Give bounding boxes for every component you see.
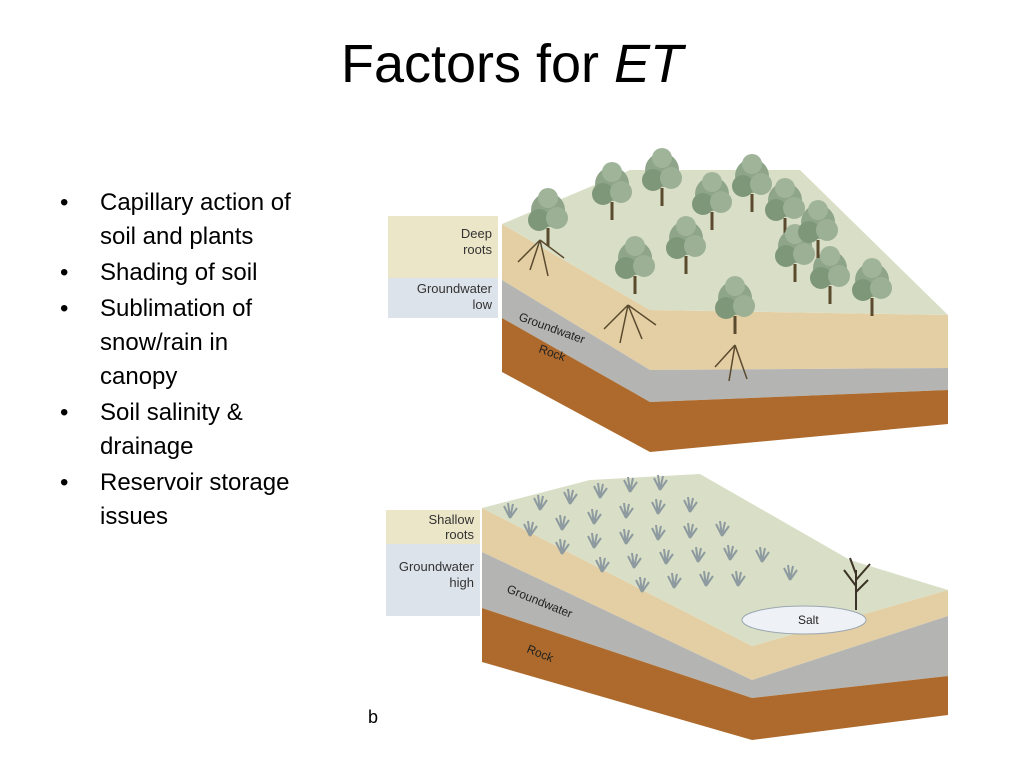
factor-item: Soil salinity & drainage <box>58 396 298 464</box>
top-legend-roots-line1: Deep <box>461 226 492 241</box>
factor-item: Shading of soil <box>58 256 298 290</box>
top-soil-layer <box>502 224 948 370</box>
dead-tree-icon <box>843 557 871 610</box>
salt-label: Salt <box>798 613 819 627</box>
title-text: Factors for <box>340 34 615 94</box>
bottom-legend-gw-line1: Groundwater <box>399 559 475 574</box>
bottom-legend-roots-line1: Shallow <box>428 512 474 527</box>
top-legend-gw-swatch <box>388 278 498 318</box>
bottom-block: Shallow roots Groundwater high Salt <box>386 474 948 740</box>
top-legend-roots-line2: roots <box>463 242 492 257</box>
top-rock-layer <box>502 318 948 452</box>
factor-item: Reservoir storage issues <box>58 466 298 534</box>
bottom-legend-roots-swatch <box>386 510 480 544</box>
bottom-legend-roots-line2: roots <box>445 527 474 542</box>
factor-item: Capillary action of soil and plants <box>58 186 298 254</box>
salt-pan <box>741 605 867 635</box>
slide-title: Factors for ET <box>0 32 1024 96</box>
caption-fragment: b <box>368 707 379 727</box>
bottom-rock-layer <box>482 608 948 740</box>
top-groundwater-layer <box>502 280 948 402</box>
top-legend-gw-line1: Groundwater <box>417 281 493 296</box>
bottom-groundwater-layer <box>482 552 948 698</box>
bottom-soil-layer <box>482 508 948 680</box>
top-legend: Deep roots Groundwater low <box>388 216 498 318</box>
top-deep-roots <box>517 239 748 382</box>
top-legend-gw-line2: low <box>472 297 492 312</box>
top-block: Deep roots Groundwater low <box>388 146 948 452</box>
top-legend-roots-swatch <box>388 216 498 278</box>
bottom-legend: Shallow roots Groundwater high <box>386 510 480 616</box>
factor-item: Sublimation of snow/rain in canopy <box>58 292 298 394</box>
et-cross-section-diagram: Deep roots Groundwater low <box>386 146 948 740</box>
title-emphasis: ET <box>614 34 684 94</box>
factor-list: Capillary action of soil and plants Shad… <box>58 186 298 536</box>
bottom-legend-gw-line2: high <box>449 575 474 590</box>
bottom-legend-gw-swatch <box>386 544 480 616</box>
